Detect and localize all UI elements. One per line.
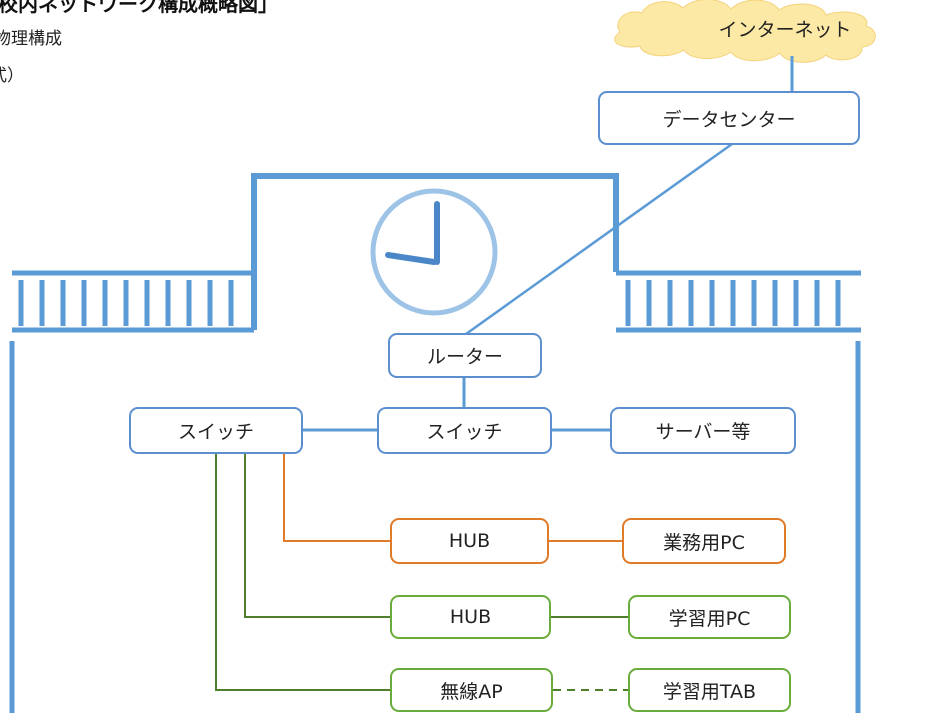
switch-center-node: スイッチ: [377, 407, 552, 454]
wireless-ap-link: [215, 454, 390, 691]
servers-node: サーバー等: [610, 407, 796, 454]
hub-business-node: HUB: [390, 518, 549, 564]
business-hub-link: [283, 454, 390, 542]
datacenter-node: データセンター: [598, 91, 860, 145]
learning-pc-node: 学習用PC: [628, 595, 791, 639]
router-node: ルーター: [388, 333, 542, 378]
wireless-ap-node: 無線AP: [390, 668, 553, 712]
cloud-icon: [614, 0, 876, 63]
internet-label: インターネット: [718, 18, 852, 41]
diagram-subtitle: 物理構成: [0, 29, 62, 49]
clock-icon: [370, 188, 498, 316]
learning-hub-link: [244, 454, 390, 618]
diagram-subtitle-2: 式）: [0, 66, 24, 86]
business-pc-node: 業務用PC: [622, 518, 786, 564]
switch-left-node: スイッチ: [129, 407, 303, 454]
datacenter-router-link: [465, 142, 733, 336]
hub-learning-node: HUB: [390, 595, 551, 639]
school-building-outline: [9, 173, 861, 713]
diagram-title: 校内ネットワーク構成概略図」: [0, 0, 278, 16]
learning-tab-node: 学習用TAB: [628, 668, 791, 712]
